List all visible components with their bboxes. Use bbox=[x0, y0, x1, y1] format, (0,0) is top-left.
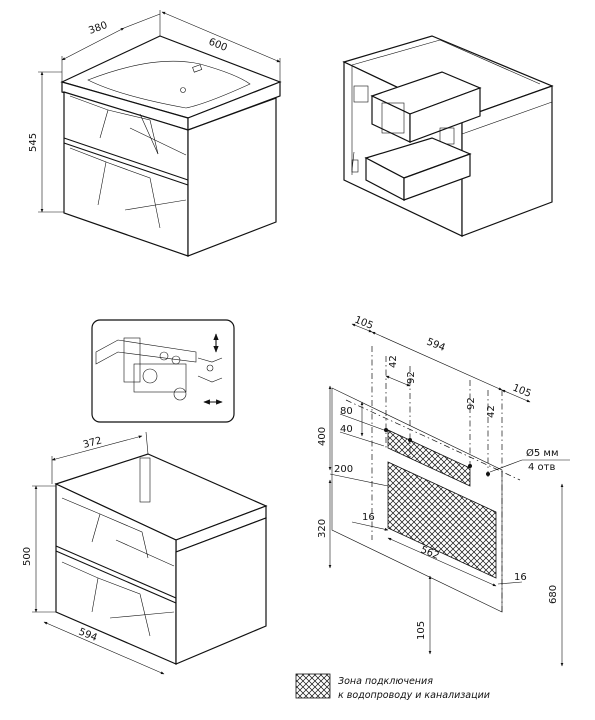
dim-v-320: 320 bbox=[317, 519, 328, 538]
mount-hole bbox=[408, 438, 412, 442]
dim-front-height: 545 bbox=[28, 133, 39, 152]
dim-top-total: 594 bbox=[425, 337, 447, 354]
front-view-cabinet: 380 600 545 bbox=[28, 10, 282, 257]
dim-42-right: 42 bbox=[486, 405, 497, 418]
mount-hole bbox=[486, 472, 490, 476]
legend-line1: Зона подключения bbox=[338, 676, 433, 687]
dim-front-depth: 380 bbox=[87, 20, 109, 37]
side-view-cabinet: 372 500 594 bbox=[22, 431, 268, 675]
connection-zone-upper bbox=[387, 429, 471, 487]
hinge-detail bbox=[91, 319, 235, 423]
dim-v-16-left: 16 bbox=[362, 512, 375, 523]
dim-92-left: 92 bbox=[406, 371, 417, 384]
dim-side-height: 500 bbox=[22, 547, 33, 566]
dim-side-depth: 372 bbox=[82, 435, 103, 451]
dim-92-right: 92 bbox=[466, 397, 477, 410]
holes-note-diameter: Ø5 мм bbox=[526, 447, 559, 459]
legend-hatch-swatch bbox=[295, 673, 331, 699]
wall-scheme: 105 594 105 42 92 92 42 Ø5 мм 4 отв 400 … bbox=[317, 315, 570, 667]
dim-v-40: 40 bbox=[340, 424, 353, 435]
legend: Зона подключения к водопроводу и канализ… bbox=[295, 673, 490, 701]
open-view-cabinet bbox=[342, 35, 554, 237]
dim-v-400: 400 bbox=[317, 427, 328, 446]
holes-note-count: 4 отв bbox=[528, 462, 555, 473]
legend-line2: к водопроводу и канализации bbox=[338, 690, 490, 701]
mount-hole bbox=[384, 428, 388, 432]
dim-42-left: 42 bbox=[388, 355, 399, 368]
dim-v-80: 80 bbox=[340, 406, 353, 417]
dim-top-right: 105 bbox=[511, 383, 533, 400]
dim-v-680: 680 bbox=[548, 585, 559, 604]
dim-v-16-right: 16 bbox=[514, 572, 527, 583]
mount-hole bbox=[468, 464, 472, 468]
connection-zone-lower bbox=[387, 461, 497, 579]
dim-bottom-105: 105 bbox=[416, 621, 427, 640]
dim-top-left: 105 bbox=[353, 315, 375, 332]
dim-v-200: 200 bbox=[334, 464, 353, 475]
